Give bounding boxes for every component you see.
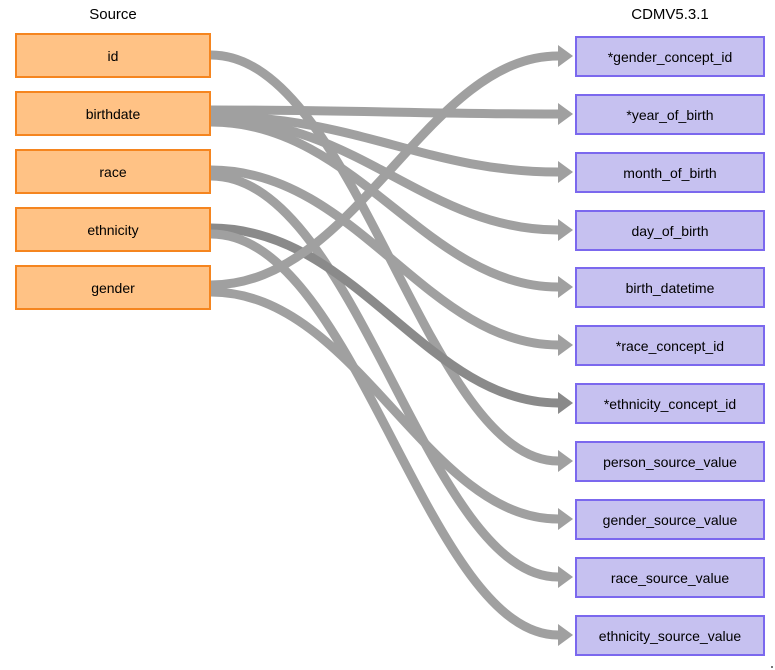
target-field-label: gender_source_value: [602, 511, 738, 528]
corner-marker: [771, 666, 773, 668]
source-field-birthdate[interactable]: birthdate: [15, 91, 211, 136]
target-field-year_of_birth[interactable]: *year_of_birth: [575, 94, 765, 135]
source-field-gender[interactable]: gender: [15, 265, 211, 310]
source-column-header: Source: [89, 6, 137, 23]
source-field-label: gender: [91, 279, 135, 296]
target-field-label: birth_datetime: [625, 279, 715, 296]
target-field-race_source_value[interactable]: race_source_value: [575, 557, 765, 598]
edge-gender-to-gender_concept_id: [210, 51, 559, 290]
target-field-race_concept_id[interactable]: *race_concept_id: [575, 325, 765, 366]
target-field-person_source_value[interactable]: person_source_value: [575, 441, 765, 482]
edge-birthdate-to-day_of_birth: [210, 114, 559, 235]
target-field-gender_concept_id[interactable]: *gender_concept_id: [575, 36, 765, 77]
target-field-ethnicity_source_value[interactable]: ethnicity_source_value: [575, 615, 765, 656]
target-field-label: *race_concept_id: [615, 337, 725, 354]
target-field-label: *year_of_birth: [626, 106, 714, 123]
edge-gender-to-gender_source_value: [210, 287, 559, 524]
arrowhead-ethnicity_source_value: [558, 624, 573, 646]
source-field-label: race: [99, 163, 127, 180]
edge-id-to-person_source_value: [210, 50, 559, 466]
source-field-race[interactable]: race: [15, 149, 211, 194]
arrowhead-person_source_value: [558, 450, 573, 472]
edge-birthdate-to-month_of_birth: [210, 111, 559, 177]
target-field-label: day_of_birth: [631, 222, 709, 239]
arrowhead-month_of_birth: [558, 161, 573, 183]
target-field-birth_datetime[interactable]: birth_datetime: [575, 267, 765, 308]
target-field-label: race_source_value: [610, 569, 730, 586]
arrowhead-race_source_value: [558, 566, 573, 588]
target-field-label: ethnicity_source_value: [598, 627, 742, 644]
source-field-ethnicity[interactable]: ethnicity: [15, 207, 211, 252]
target-field-label: *ethnicity_concept_id: [603, 395, 737, 412]
edge-birthdate-to-birth_datetime: [210, 117, 559, 292]
target-field-label: person_source_value: [603, 453, 737, 470]
arrowhead-ethnicity_concept_id: [558, 392, 573, 414]
target-field-label: *gender_concept_id: [607, 48, 733, 65]
edge-birthdate-to-year_of_birth: [210, 105, 559, 119]
target-field-gender_source_value[interactable]: gender_source_value: [575, 499, 765, 540]
arrowhead-race_concept_id: [558, 334, 573, 356]
source-field-label: id: [107, 47, 119, 64]
source-field-label: ethnicity: [87, 221, 139, 238]
edge-ethnicity-to-ethnicity_source_value: [210, 229, 559, 640]
arrowhead-birth_datetime: [558, 276, 573, 298]
arrowhead-year_of_birth: [558, 103, 573, 125]
edge-race-to-race_source_value: [210, 171, 559, 582]
source-field-label: birthdate: [85, 105, 141, 122]
target-column-header: CDMV5.3.1: [631, 6, 709, 23]
target-field-day_of_birth[interactable]: day_of_birth: [575, 210, 765, 251]
target-field-ethnicity_concept_id[interactable]: *ethnicity_concept_id: [575, 383, 765, 424]
arrowhead-gender_concept_id: [558, 45, 573, 67]
target-field-label: month_of_birth: [623, 164, 717, 181]
arrowhead-gender_source_value: [558, 508, 573, 530]
source-field-id[interactable]: id: [15, 33, 211, 78]
edge-race-to-race_concept_id: [210, 165, 559, 350]
arrowhead-day_of_birth: [558, 219, 573, 241]
target-field-month_of_birth[interactable]: month_of_birth: [575, 152, 765, 193]
edge-ethnicity-to-ethnicity_concept_id: [210, 223, 559, 408]
